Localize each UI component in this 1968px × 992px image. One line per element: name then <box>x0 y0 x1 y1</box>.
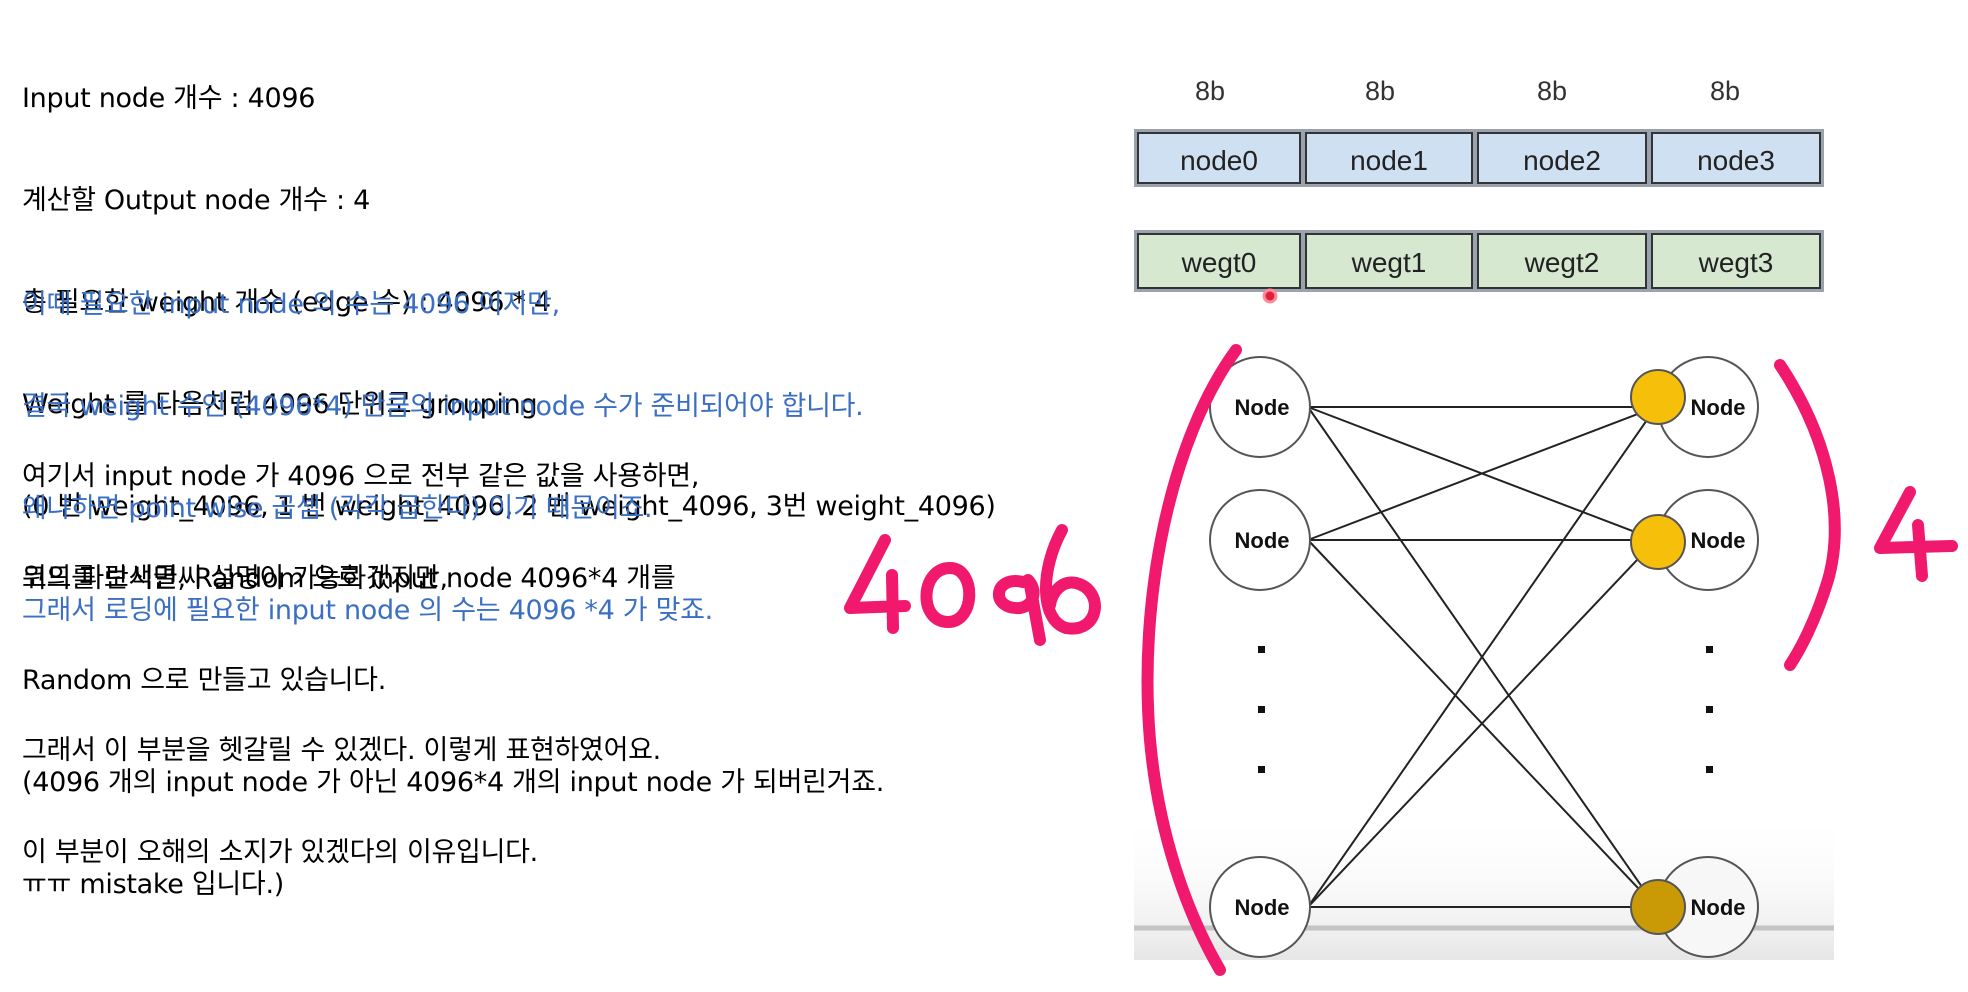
bit-label: 8b <box>1365 76 1395 106</box>
bit-label: 8b <box>1710 76 1740 106</box>
text-line: Weight 를 다음처럼 4096 단위로 grouping <box>22 389 538 420</box>
text-line: Random 으로 만들고 있습니다. <box>22 665 386 696</box>
handwritten-digit-6 <box>1040 524 1101 635</box>
handwritten-digit-4 <box>844 534 911 634</box>
text-line: 왜냐하면 point wise 곱셈 (각각 곱한다) 이기 때문이죠. <box>22 493 653 524</box>
input-node: Node <box>1209 356 1311 458</box>
input-node-label: Node <box>1235 395 1290 420</box>
handwritten-digit-4-right <box>1874 486 1958 582</box>
bit-label: 8b <box>1195 76 1225 106</box>
node-cell <box>1305 132 1473 184</box>
weight-cell <box>1477 233 1647 289</box>
handwritten-annotation <box>844 344 1958 976</box>
text-line: 이 부분이 오해의 소지가 있겠다의 이유입니다. <box>22 837 538 868</box>
handwritten-digit-0 <box>920 562 976 628</box>
text-line: (4096 개의 input node 가 아닌 4096*4 개의 input… <box>22 767 885 798</box>
text-line: 이때 필요한 input node 의 수는 4096 이지만, <box>22 289 560 320</box>
bit-label: 8b <box>1537 76 1567 106</box>
right-bracket-icon <box>1774 359 1841 671</box>
weight-cell <box>1651 233 1821 289</box>
weight-cell <box>1305 233 1473 289</box>
handwritten-digit-9 <box>993 574 1046 646</box>
text-line: ㅠㅠ mistake 입니다.) <box>22 869 284 900</box>
output-node-label: Node <box>1691 895 1746 920</box>
node-row: node0 node1 node2 node3 <box>1134 129 1824 187</box>
input-ellipsis <box>1258 646 1265 773</box>
paragraph-definitions: Input node 개수 : 4096 계산할 Output node 개수 … <box>22 14 996 558</box>
text-line: 계산할 Output node 개수 : 4 <box>22 185 370 216</box>
text-line: 위의 파란색글씨 설명이 가능하겠지만, <box>22 563 448 594</box>
output-node: Node <box>1630 489 1759 591</box>
weight-row: wegt0 wegt1 wegt2 wegt3 <box>1134 230 1824 292</box>
node-cell <box>1477 132 1647 184</box>
weight-cell-label: wegt0 <box>1181 247 1257 278</box>
text-line: 코드를 보시면, Random 으로 input node 4096*4 개를 <box>22 563 676 594</box>
output-dot <box>1630 514 1686 570</box>
weight-cell-label: wegt2 <box>1524 247 1600 278</box>
output-node-label: Node <box>1691 528 1746 553</box>
node-cell-label: node2 <box>1523 145 1601 176</box>
weight-cell-label: wegt1 <box>1351 247 1427 278</box>
output-ellipsis <box>1706 646 1713 773</box>
edges <box>1307 406 1657 908</box>
node-cell <box>1651 132 1821 184</box>
node-cell-label: node3 <box>1697 145 1775 176</box>
node-cell <box>1137 132 1301 184</box>
output-node: Node <box>1630 356 1759 458</box>
output-dot <box>1630 879 1686 935</box>
left-bracket-icon <box>1141 344 1242 976</box>
text-line: 그래서 이 부분을 헷갈릴 수 있겠다. 이렇게 표현하였어요. <box>22 735 661 766</box>
text-line: 결국 weight 수인 (4096*4) 만큼의 input node 수가 … <box>22 391 864 422</box>
paragraph-blue-explanation: 이때 필요한 input node 의 수는 4096 이지만, 결국 weig… <box>22 220 864 662</box>
weight-cell <box>1137 233 1301 289</box>
input-node-label: Node <box>1235 528 1290 553</box>
paragraph-same-value-note: 여기서 input node 가 4096 으로 전부 같은 값을 사용하면, … <box>22 392 699 630</box>
node-cell-label: node0 <box>1180 145 1258 176</box>
output-dot <box>1630 369 1686 425</box>
input-node-label: Node <box>1235 895 1290 920</box>
text-line: 여기서 input node 가 4096 으로 전부 같은 값을 사용하면, <box>22 461 700 492</box>
text-line: 총 필요한 weight 개수 (edge 수) : 4096 * 4 <box>22 287 551 318</box>
paragraph-conclusion: 그래서 이 부분을 헷갈릴 수 있겠다. 이렇게 표현하였어요. 이 부분이 오… <box>22 666 661 904</box>
paragraph-code-note: 코드를 보시면, Random 으로 input node 4096*4 개를 … <box>22 494 884 936</box>
cursor-dot-icon <box>1262 288 1278 304</box>
weight-cell-label: wegt3 <box>1698 247 1774 278</box>
input-node: Node <box>1209 856 1311 958</box>
input-node: Node <box>1209 489 1311 591</box>
output-node: Node <box>1630 856 1759 958</box>
text-line: (0 번 weight_4096, 1 번 weight_4096, 2 번 w… <box>22 491 996 522</box>
text-line: Input node 개수 : 4096 <box>22 83 316 114</box>
text-line: 그래서 로딩에 필요한 input node 의 수는 4096 *4 가 맞죠… <box>22 595 713 626</box>
node-cell-label: node1 <box>1350 145 1428 176</box>
output-node-label: Node <box>1691 395 1746 420</box>
